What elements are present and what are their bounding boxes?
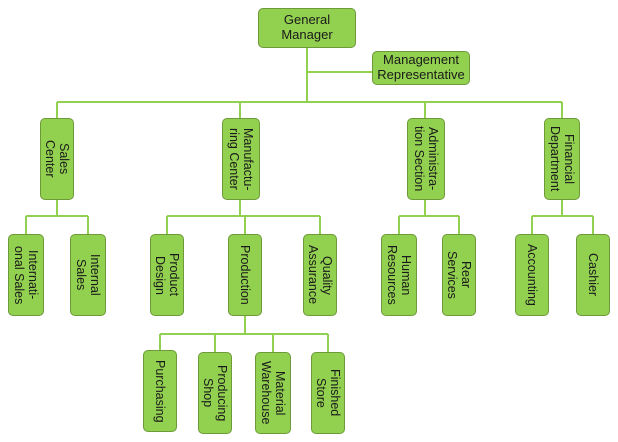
management-representative-label: Management Representative bbox=[377, 52, 465, 82]
human-resources-box: Human Resources bbox=[381, 234, 417, 316]
producing-shop-box: Producing Shop bbox=[198, 352, 232, 434]
internal-sales-box: Internal Sales bbox=[70, 234, 106, 316]
manufacturing-center-label: Manufactu- ring Center bbox=[227, 127, 255, 191]
quality-assurance-label: Quality Assurance bbox=[306, 245, 334, 305]
purchasing-box: Purchasing bbox=[143, 350, 177, 432]
product-design-label: Product Design bbox=[153, 253, 181, 297]
sales-center-label: Sales Center bbox=[43, 140, 71, 178]
sales-center-box: Sales Center bbox=[40, 118, 74, 200]
rear-services-box: Rear Services bbox=[442, 234, 476, 316]
production-box: Production bbox=[228, 234, 262, 316]
producing-shop-label: Producing Shop bbox=[201, 364, 229, 422]
accounting-label: Accounting bbox=[525, 244, 539, 306]
production-label: Production bbox=[238, 245, 252, 305]
international-sales-box: Internati- onal Sales bbox=[8, 234, 44, 316]
cashier-box: Cashier bbox=[576, 234, 610, 316]
accounting-box: Accounting bbox=[515, 234, 549, 316]
material-warehouse-box: Material Warehouse bbox=[255, 352, 291, 434]
cashier-label: Cashier bbox=[586, 253, 600, 297]
administration-section-box: Administra- tion Section bbox=[407, 118, 445, 200]
management-representative-box: Management Representative bbox=[372, 51, 470, 85]
manufacturing-center-box: Manufactu- ring Center bbox=[222, 118, 260, 200]
material-warehouse-label: Material Warehouse bbox=[259, 361, 287, 425]
financial-department-box: Financial Department bbox=[544, 118, 580, 200]
rear-services-label: Rear Services bbox=[445, 251, 473, 299]
general-manager-label: General Manager bbox=[281, 12, 333, 42]
general-manager-box: General Manager bbox=[258, 8, 356, 48]
international-sales-label: Internati- onal Sales bbox=[12, 245, 40, 305]
finished-store-box: Finished Store bbox=[311, 352, 345, 434]
administration-section-label: Administra- tion Section bbox=[412, 126, 440, 192]
purchasing-label: Purchasing bbox=[153, 359, 167, 423]
financial-department-label: Financial Department bbox=[548, 126, 576, 192]
finished-store-label: Finished Store bbox=[314, 369, 342, 417]
internal-sales-label: Internal Sales bbox=[74, 254, 102, 296]
product-design-box: Product Design bbox=[150, 234, 184, 316]
quality-assurance-box: Quality Assurance bbox=[303, 234, 337, 316]
human-resources-label: Human Resources bbox=[385, 245, 413, 305]
